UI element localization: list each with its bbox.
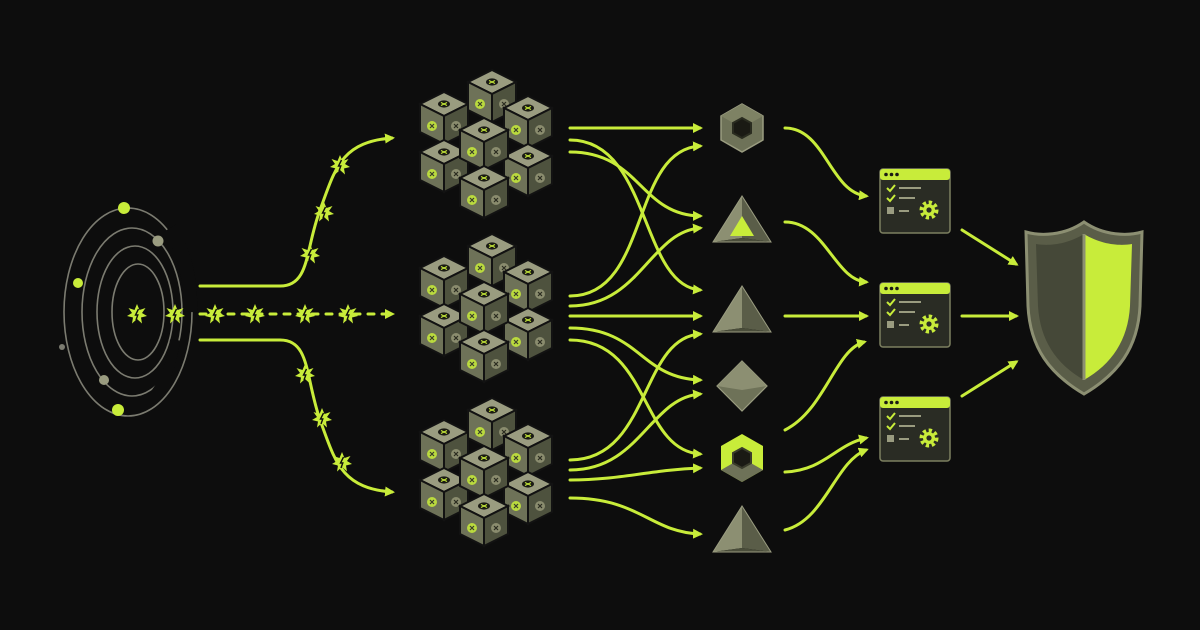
- spark-burst-icon: [204, 303, 226, 325]
- cube-cluster-top: [420, 70, 552, 218]
- radar-orbit-icon: [59, 202, 198, 417]
- pyramid-node-icon: [712, 285, 772, 333]
- checklist-gear-panel-icon: [878, 281, 952, 349]
- checklist-gear-panel-icon: [878, 167, 952, 235]
- spark-burst-icon: [299, 243, 321, 265]
- node-to-panel-flows: [783, 126, 869, 532]
- hexagon-node-icon: [721, 434, 763, 482]
- spark-burst-icon: [294, 363, 316, 385]
- pyramid-node-icon: [712, 195, 772, 243]
- shield-icon: [1024, 220, 1144, 396]
- cluster-to-node-flows: [568, 123, 703, 539]
- source-flow: [198, 133, 395, 497]
- spark-burst-icon: [126, 303, 148, 325]
- panel-to-shield-flows: [960, 228, 1019, 398]
- spark-burst-icon: [329, 154, 351, 176]
- checklist-gear-panel-icon: [878, 395, 952, 463]
- hexagon-node-icon: [720, 103, 764, 153]
- pyramid-node-icon: [712, 505, 772, 553]
- cube-cluster-middle: [420, 234, 552, 382]
- diamond-node-icon: [716, 360, 768, 412]
- cube-cluster-bottom: [420, 398, 552, 546]
